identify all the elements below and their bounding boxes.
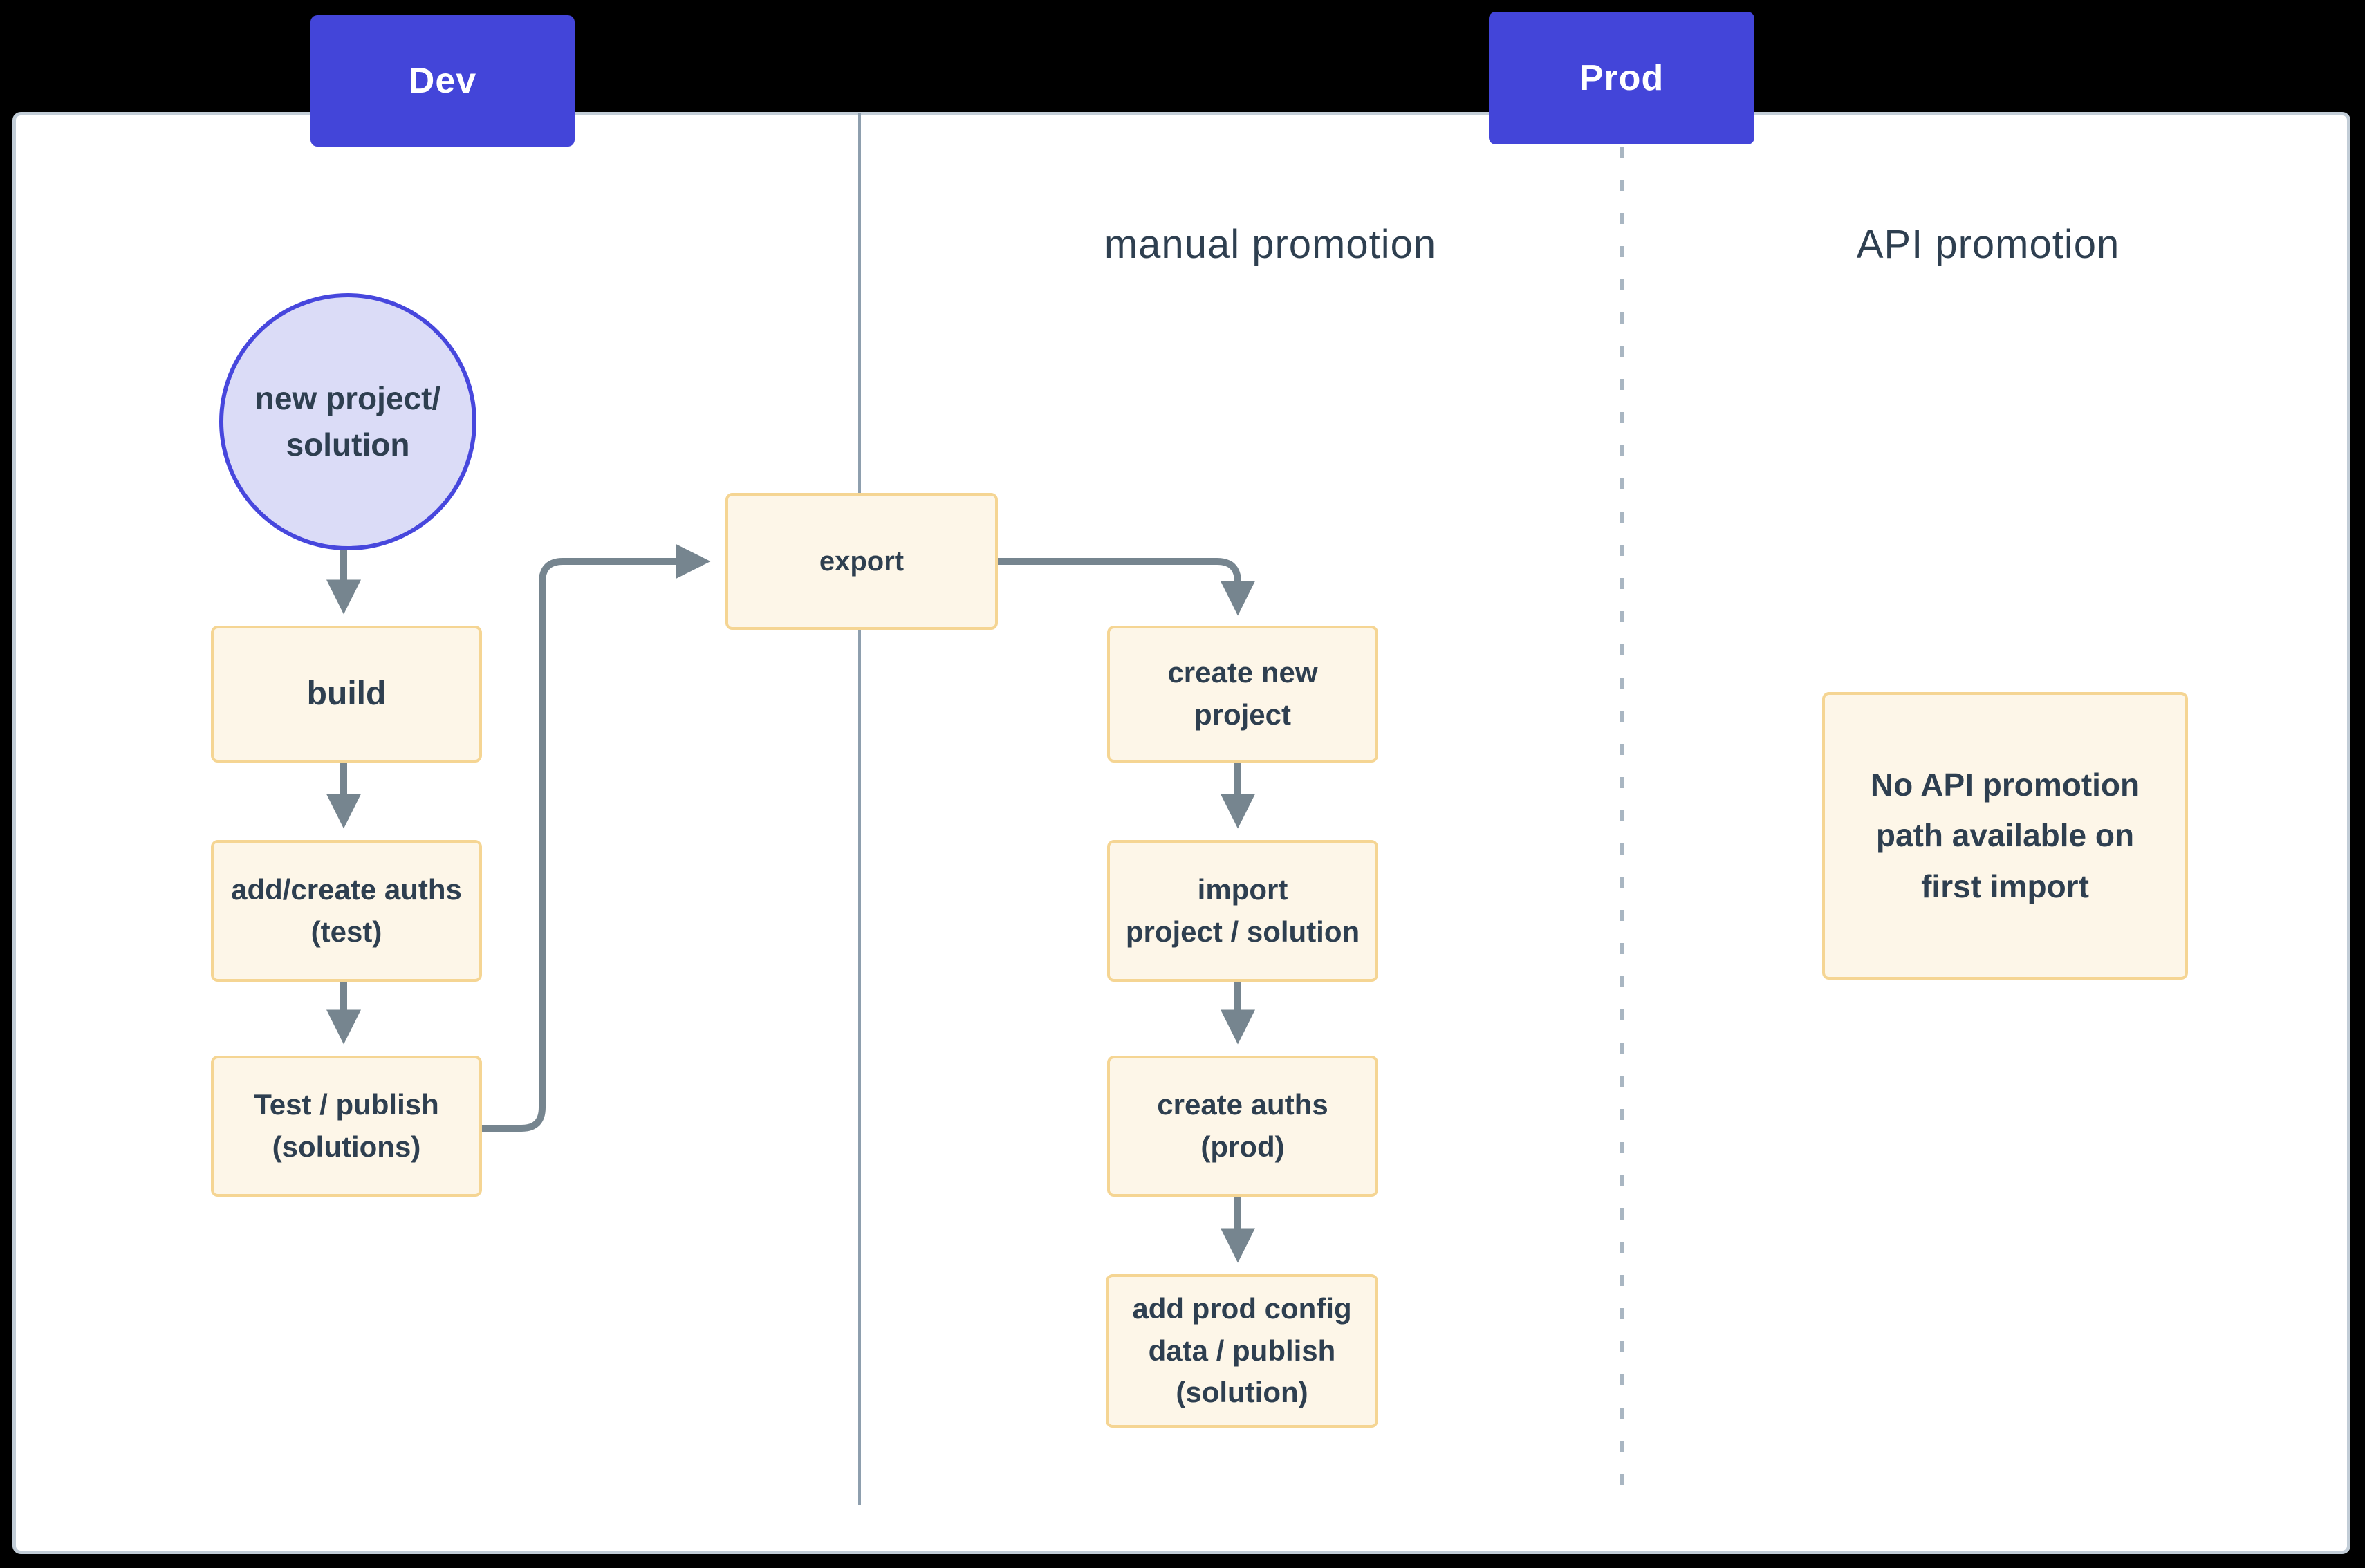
node-create-new-project: create new project xyxy=(1107,626,1378,763)
node-add-create-auths-test: add/create auths (test) xyxy=(211,840,482,982)
start-node-new-project-solution: new project/ solution xyxy=(219,293,476,550)
node-test-publish-solutions: Test / publish (solutions) xyxy=(211,1056,482,1197)
node-import-project-solution: import project / solution xyxy=(1107,840,1378,982)
prod-column-divider-dashed-line xyxy=(1620,147,1624,1505)
note-no-api-promotion-path: No API promotion path available on first… xyxy=(1822,692,2188,980)
node-add-prod-config-publish: add prod config data / publish (solution… xyxy=(1106,1274,1378,1428)
node-create-auths-prod: create auths (prod) xyxy=(1107,1056,1378,1197)
dev-column-divider-line xyxy=(858,113,861,1505)
node-export: export xyxy=(725,493,998,630)
arrow-test-publish-to-export xyxy=(473,544,711,1132)
prod-environment-header: Prod xyxy=(1489,12,1754,144)
api-promotion-section-label: API promotion xyxy=(1856,222,2120,267)
arrow-export-to-create-project xyxy=(989,558,1255,616)
manual-promotion-section-label: manual promotion xyxy=(1104,222,1437,267)
dev-environment-header: Dev xyxy=(310,15,575,147)
node-build: build xyxy=(211,626,482,763)
